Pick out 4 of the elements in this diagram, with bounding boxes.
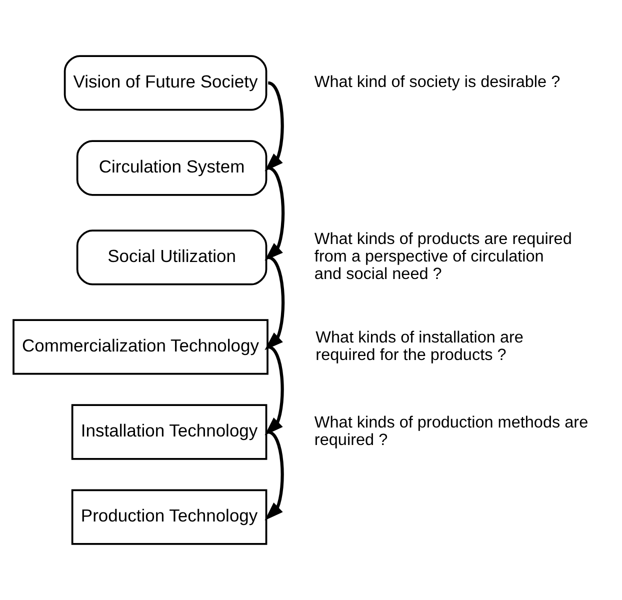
label: What kinds of products are required from a perspective of circulation and social need ? [314, 230, 572, 284]
label: What kinds of installation are required for the products ? [316, 328, 524, 364]
label: What kind of society is desirable ? [314, 73, 560, 92]
label: What kinds of production methods are required ? [314, 414, 588, 450]
